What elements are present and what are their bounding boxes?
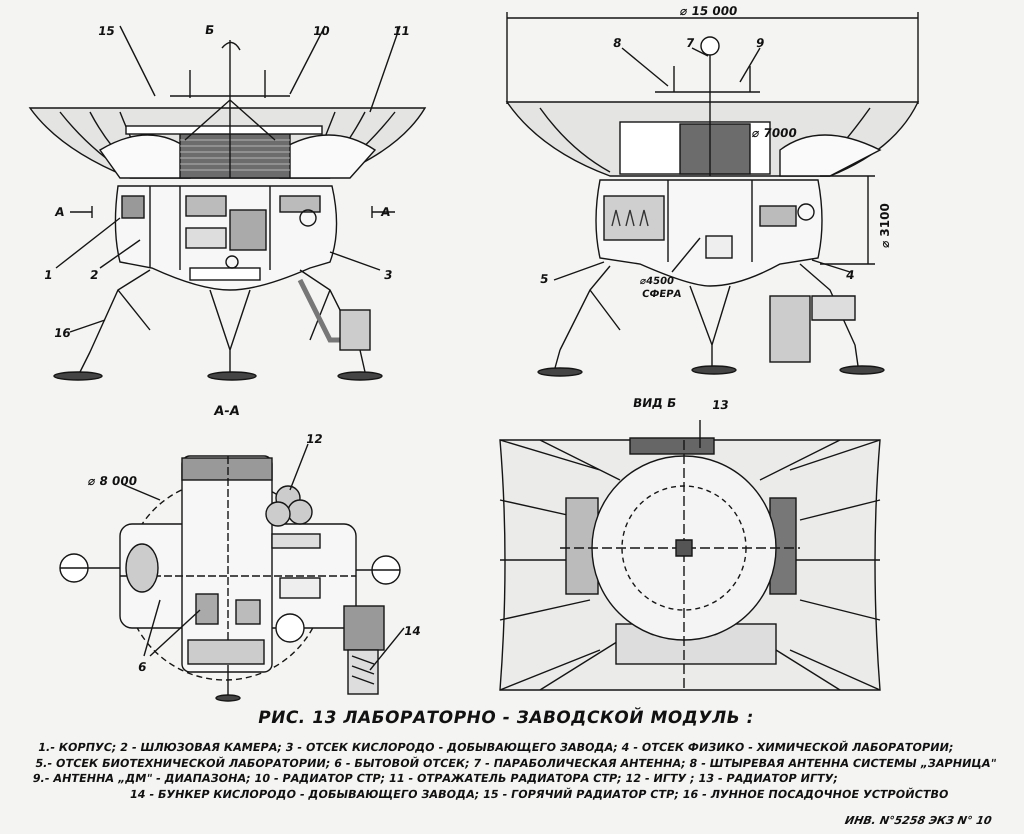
callout-15: 15 bbox=[97, 24, 116, 38]
section-mark-left: А bbox=[54, 205, 66, 219]
section-a-a-title: А-А bbox=[212, 404, 241, 419]
section-a-a bbox=[59, 443, 405, 702]
parabolic-antenna bbox=[700, 36, 720, 56]
dimension-3100: ⌀ 3100 bbox=[878, 203, 892, 248]
hot-radiator-right bbox=[679, 123, 751, 175]
callout-12: 12 bbox=[305, 432, 324, 446]
dimension-15000: ⌀ 15 000 bbox=[679, 4, 739, 18]
callout-10: 10 bbox=[312, 24, 331, 38]
oxygen-bunker bbox=[343, 605, 385, 651]
landing-leg-left-1 bbox=[79, 269, 151, 373]
callout-11: 11 bbox=[392, 24, 411, 38]
figure-title: РИС. 13 ЛАБОРАТОРНО - ЗАВОДСКОЙ МОДУЛЬ : bbox=[256, 708, 756, 728]
side-view-left bbox=[28, 25, 427, 381]
inventory-number: ИНВ. N°5258 ЭКЗ N° 10 bbox=[843, 814, 993, 827]
dimension-8000: ⌀ 8 000 bbox=[87, 474, 138, 488]
view-b-title: ВИД Б bbox=[632, 396, 678, 410]
dimension-4500: ⌀4500 bbox=[639, 276, 675, 287]
hot-radiator-left bbox=[179, 127, 291, 179]
view-mark-b: Б bbox=[204, 23, 216, 37]
view-b bbox=[499, 420, 881, 691]
legend-line-1: 1.- КОРПУС; 2 - ШЛЮЗОВАЯ КАМЕРА; 3 - ОТС… bbox=[37, 741, 955, 754]
callout-13: 13 bbox=[711, 398, 730, 412]
sphere-label: СФЕРА bbox=[641, 289, 682, 300]
legend: 1.- КОРПУС; 2 - ШЛЮЗОВАЯ КАМЕРА; 3 - ОТС… bbox=[29, 740, 1024, 802]
legend-line-3: 9.- АНТЕННА „ДМ" - ДИАПАЗОНА; 10 - РАДИА… bbox=[31, 772, 839, 786]
side-view-right bbox=[505, 12, 920, 377]
landing-leg-left-2 bbox=[209, 289, 251, 372]
legend-line-2: 5.- ОТСЕК БИОТЕХНИЧЕСКОЙ ЛАБОРАТОРИИ; 6 … bbox=[34, 756, 998, 770]
legend-line-4: 14 - БУНКЕР КИСЛОРОДО - ДОБЫВАЮЩЕГО ЗАВО… bbox=[128, 787, 950, 801]
section-mark-right: А bbox=[380, 205, 392, 219]
dimension-7000: ⌀ 7000 bbox=[751, 126, 798, 140]
callout-16: 16 bbox=[53, 326, 72, 340]
callout-14: 14 bbox=[403, 624, 422, 638]
